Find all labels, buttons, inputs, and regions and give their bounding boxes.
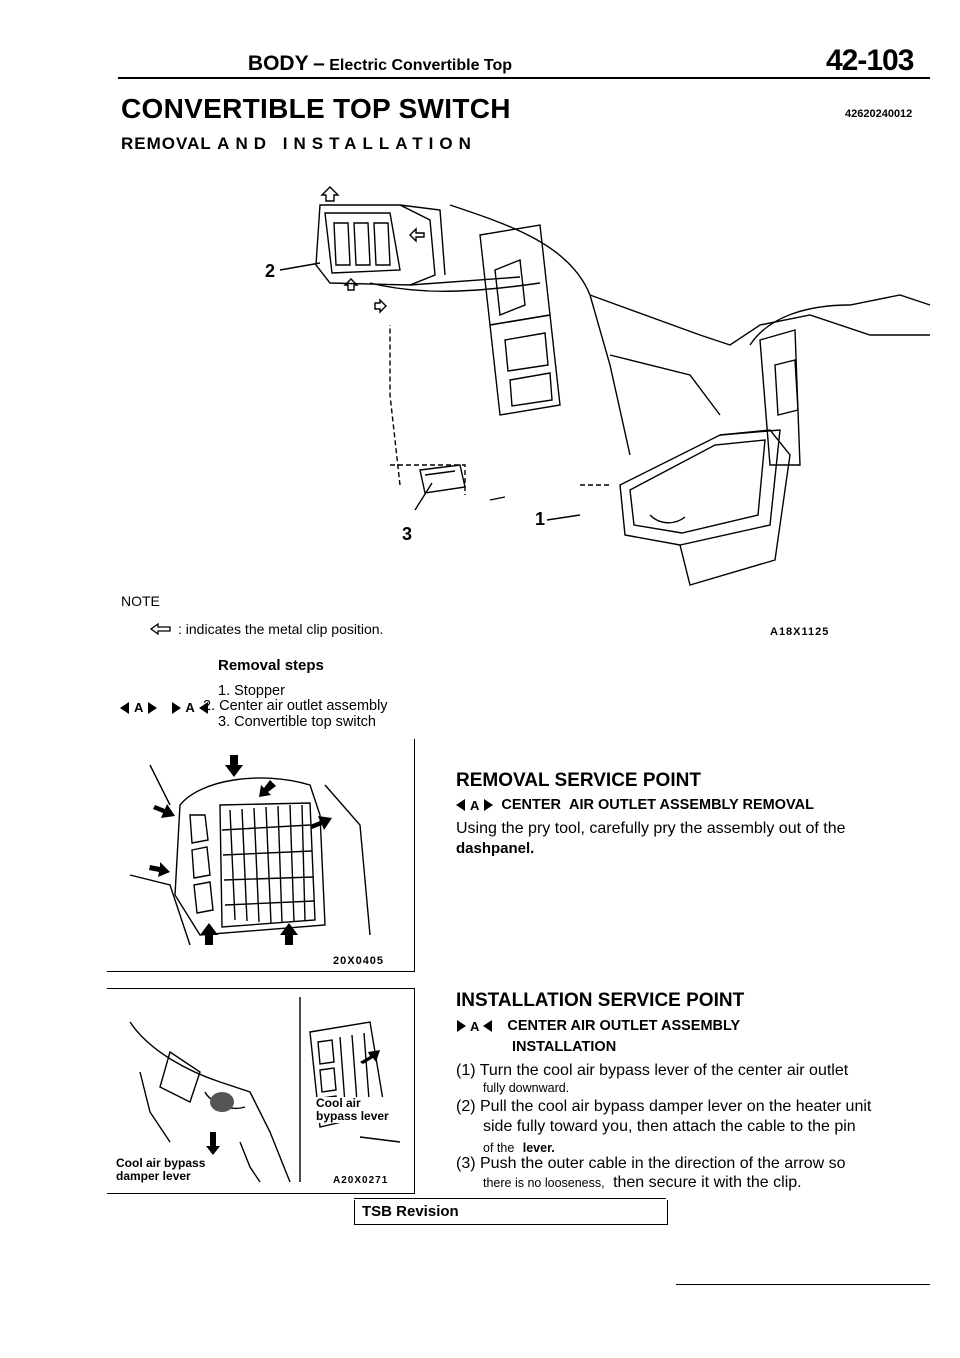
figure-code-outlet: 20X0405 (333, 955, 385, 967)
label-cool-air-bypass-damper-lever: Cool air bypass damper lever (116, 1156, 206, 1183)
label-cool-air-bypass: Cool air bypass (116, 1156, 206, 1170)
step-2: 2. Center air outlet assembly (203, 698, 388, 714)
step-1: 1. Stopper (218, 683, 285, 699)
right-marker-arrow-icon-2 (172, 701, 182, 714)
figure-bypass-lever (107, 988, 415, 1194)
section-title: BODY (247, 52, 309, 75)
install-step-2-lever: lever. (522, 1141, 555, 1155)
figure-code-lever: A20X0271 (333, 1175, 389, 1186)
section-header: BODY – Electric Convertible Top (0, 52, 760, 76)
right-marker-arrow-icon (457, 1020, 466, 1032)
install-step-2-line-2: side fully toward you, then attach the c… (483, 1118, 856, 1135)
page-subtitle: REMOVAL AND INSTALLATION (121, 134, 477, 154)
subtitle-installation: AND INSTALLATION (217, 134, 477, 153)
removal-steps-title: Removal steps (218, 657, 324, 674)
center-outlet-illustration (129, 755, 371, 946)
step-2-markers: A A (120, 700, 209, 715)
install-step-1-line-2: fully downward. (483, 1081, 570, 1095)
removal-service-heading: REMOVAL SERVICE POINT (456, 770, 701, 791)
marker-a-removal: A (134, 700, 144, 715)
procedure-title-part-1: CENTER (501, 797, 562, 813)
left-marker-arrow-icon (120, 701, 129, 714)
install-step-3-no-looseness: there is no looseness, (483, 1176, 605, 1190)
exploded-view-illustration: 2 3 1 (265, 186, 931, 586)
marker-a-installation: A (185, 700, 195, 715)
left-marker-arrow-icon-2 (198, 701, 208, 714)
figure-center-outlet (107, 739, 415, 972)
tsb-revision-label: TSB Revision (362, 1203, 459, 1220)
page-title: CONVERTIBLE TOP SWITCH (121, 93, 511, 124)
tsb-top-line (354, 1198, 666, 1199)
page-number: 42-103 (826, 44, 914, 77)
install-step-2-of-the: of the (483, 1141, 515, 1155)
install-step-3-line-2: there is no looseness, then secure it wi… (483, 1174, 802, 1192)
clip-arrow-icon (149, 622, 171, 636)
label-damper-lever: damper lever (116, 1169, 191, 1183)
installation-service-heading: INSTALLATION SERVICE POINT (456, 990, 745, 1011)
label-bypass-lever: bypass lever (316, 1109, 389, 1123)
callout-2: 2 (265, 261, 275, 281)
right-marker-arrow-icon (148, 701, 158, 714)
note-label: NOTE (121, 593, 160, 609)
install-step-2-line-1: (2) Pull the cool air bypass damper leve… (456, 1098, 872, 1115)
section-dash: – (313, 52, 325, 75)
bypass-lever-illustration (129, 997, 401, 1183)
removal-text-line-2: dashpanel. (456, 840, 535, 857)
left-marker-arrow-icon (456, 799, 465, 811)
tsb-revision-box (354, 1200, 668, 1225)
right-marker-arrow-icon (484, 799, 494, 811)
label-cool-air-bypass-lever: Cool air bypass lever (316, 1097, 389, 1123)
install-step-3-secure: then secure it with the clip. (613, 1174, 802, 1191)
install-step-2-line-3: of the lever. (483, 1139, 555, 1157)
marker-a: A (470, 1018, 480, 1034)
removal-procedure-title: A CENTER AIR OUTLET ASSEMBLY REMOVAL (456, 797, 814, 813)
label-cool-air: Cool air (316, 1096, 361, 1110)
callout-3: 3 (402, 524, 412, 544)
figure-code-main: A18X1125 (770, 626, 830, 638)
callout-1: 1 (535, 509, 545, 529)
step-3: 3. Convertible top switch (218, 714, 376, 730)
procedure-title-part-2: AIR OUTLET ASSEMBLY REMOVAL (569, 797, 814, 813)
removal-text-line-1: Using the pry tool, carefully pry the as… (456, 820, 846, 837)
marker-a: A (470, 797, 480, 813)
left-marker-arrow-icon (483, 1020, 493, 1032)
document-id: 42620240012 (845, 108, 913, 120)
installation-procedure-title-1: CENTER AIR OUTLET ASSEMBLY (507, 1018, 741, 1034)
subtitle-removal: REMOVAL (121, 134, 212, 153)
installation-procedure-title: A CENTER AIR OUTLET ASSEMBLY (456, 1018, 740, 1034)
installation-procedure-title-2: INSTALLATION (512, 1039, 617, 1055)
note-line: : indicates the metal clip position. (149, 621, 384, 637)
install-step-3-line-1: (3) Push the outer cable in the directio… (456, 1155, 846, 1172)
header-rule (118, 77, 930, 79)
install-step-1-line-1: (1) Turn the cool air bypass lever of th… (456, 1062, 849, 1079)
bottom-rule (676, 1284, 930, 1285)
section-subtitle: Electric Convertible Top (329, 57, 513, 74)
note-text: : indicates the metal clip position. (178, 621, 384, 637)
